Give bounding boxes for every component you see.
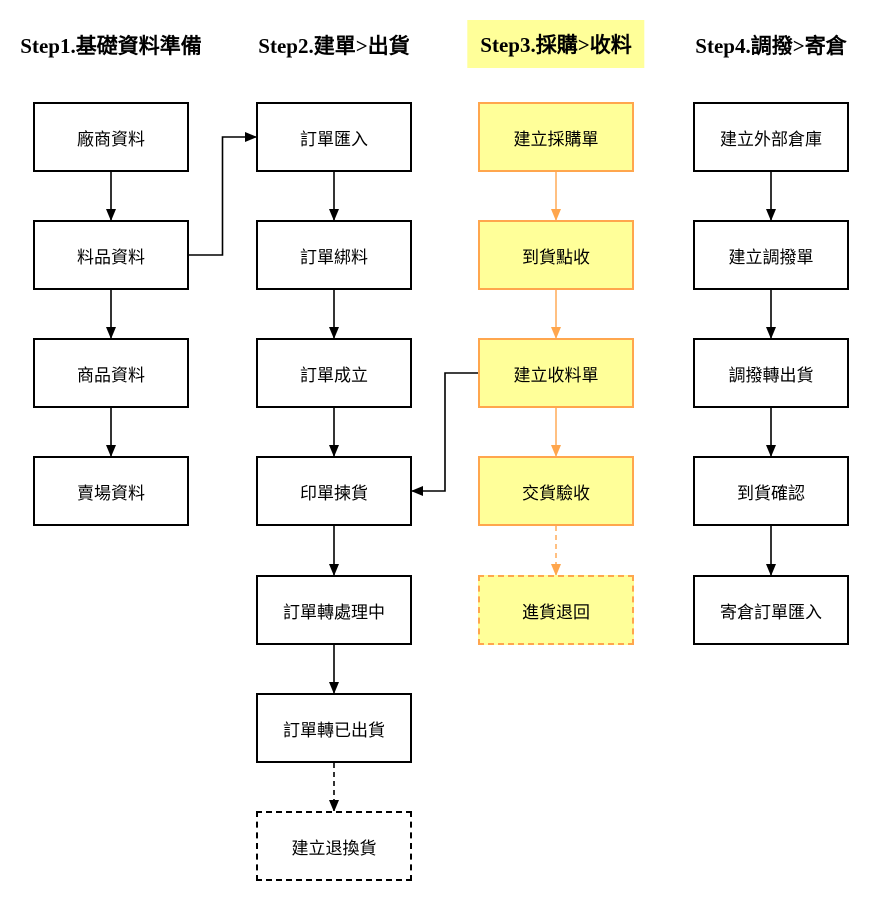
node-create-external-warehouse: 建立外部倉庫: [693, 102, 849, 172]
node-product-data: 商品資料: [33, 338, 189, 408]
column-header-step2: Step2.建單>出貨: [258, 34, 410, 58]
node-create-purchase-order: 建立採購單: [478, 102, 634, 172]
node-order-bind-material: 訂單綁料: [256, 220, 412, 290]
node-create-receiving-slip: 建立收料單: [478, 338, 634, 408]
node-purchase-return: 進貨退回: [478, 575, 634, 645]
node-transfer-to-shipment: 調撥轉出貨: [693, 338, 849, 408]
column-header-step3: Step3.採購>收料: [467, 20, 645, 68]
node-store-data: 賣場資料: [33, 456, 189, 526]
node-item-data: 料品資料: [33, 220, 189, 290]
node-order-to-shipped: 訂單轉已出貨: [256, 693, 412, 763]
node-arrival-check: 到貨點收: [478, 220, 634, 290]
node-warehouse-order-import: 寄倉訂單匯入: [693, 575, 849, 645]
node-print-pick: 印單揀貨: [256, 456, 412, 526]
column-header-step1: Step1.基礎資料準備: [20, 34, 202, 58]
node-order-to-processing: 訂單轉處理中: [256, 575, 412, 645]
node-create-return-exchange: 建立退換貨: [256, 811, 412, 881]
node-vendor-data: 廠商資料: [33, 102, 189, 172]
node-delivery-inspection: 交貨驗收: [478, 456, 634, 526]
node-order-import: 訂單匯入: [256, 102, 412, 172]
edge-create-receiving-slip-to-print-pick: [411, 372, 478, 496]
node-create-transfer-slip: 建立調撥單: [693, 220, 849, 290]
column-header-step4: Step4.調撥>寄倉: [695, 34, 847, 58]
node-arrival-confirm: 到貨確認: [693, 456, 849, 526]
edge-item-data-to-order-import: [189, 132, 257, 256]
node-order-established: 訂單成立: [256, 338, 412, 408]
